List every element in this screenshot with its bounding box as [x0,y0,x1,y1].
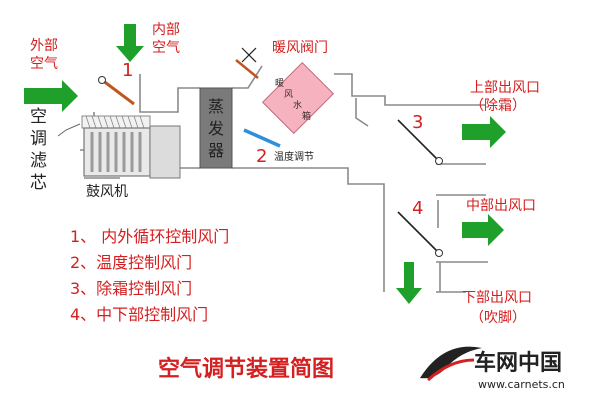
damper-number-2: 2 [256,146,267,167]
arrow-inside-air [116,24,144,62]
heater-core-label-1: 暖 [275,77,284,89]
filter-label-2: 调 [30,129,47,149]
diagram-title: 空气调节装置简图 [158,356,334,382]
outside-air-label-2: 空气 [30,56,58,72]
filter-label-4: 芯 [30,173,47,193]
evaporator-label-2: 发 [208,119,224,138]
watermark-url: www.carnets.cn [478,378,565,391]
damper-number-3: 3 [412,112,423,133]
arrow-lower-outlet [396,262,422,304]
arrow-upper-outlet [462,116,506,148]
lower-outlet-label: 下部出风口 [462,290,532,306]
temp-adjust-label: 温度调节 [274,150,314,163]
damper-4 [397,211,443,257]
evaporator-label-3: 器 [208,141,224,160]
heater-core-label-2: 风 [284,89,293,100]
lower-outlet-note: （吹脚） [470,310,526,326]
upper-outlet-note: （除霜） [470,98,526,114]
filter-label-1: 空 [30,107,47,127]
heater-core-label-4: 箱 [302,110,311,122]
legend-item-2: 2、温度控制风门 [70,253,192,272]
blower-label: 鼓风机 [86,184,128,200]
inside-air-label-1: 内部 [152,22,180,38]
heater-core [261,61,335,135]
middle-outlet-label: 中部出风口 [466,198,536,214]
watermark-brand: 车网中国 [474,350,562,376]
legend-item-4: 4、中下部控制风门 [70,305,208,324]
damper-3 [397,119,443,165]
filter-label-3: 滤 [30,151,47,171]
damper-number-1: 1 [122,60,133,81]
arrow-outside-air [24,80,78,112]
legend-item-1: 1、 内外循环控制风门 [70,227,229,246]
damper-2 [243,128,281,148]
legend-item-3: 3、除霜控制风门 [70,279,192,298]
duct-outline [80,65,488,293]
outside-air-label-1: 外部 [30,38,58,54]
heater-core-label-3: 水 [293,99,302,111]
heater-valve-label: 暖风阀门 [272,40,328,56]
inside-air-label-2: 空气 [152,40,180,56]
carnets-logo-mark [420,346,482,382]
evaporator [199,87,233,169]
arrow-middle-outlet [462,214,504,246]
damper-1 [98,76,135,106]
upper-outlet-label: 上部出风口 [470,80,540,96]
damper-number-4: 4 [412,198,423,219]
evaporator-label-1: 蒸 [208,97,224,116]
damper-heater-valve [235,47,259,79]
air-filter [57,115,151,137]
blower-fan [83,125,181,179]
